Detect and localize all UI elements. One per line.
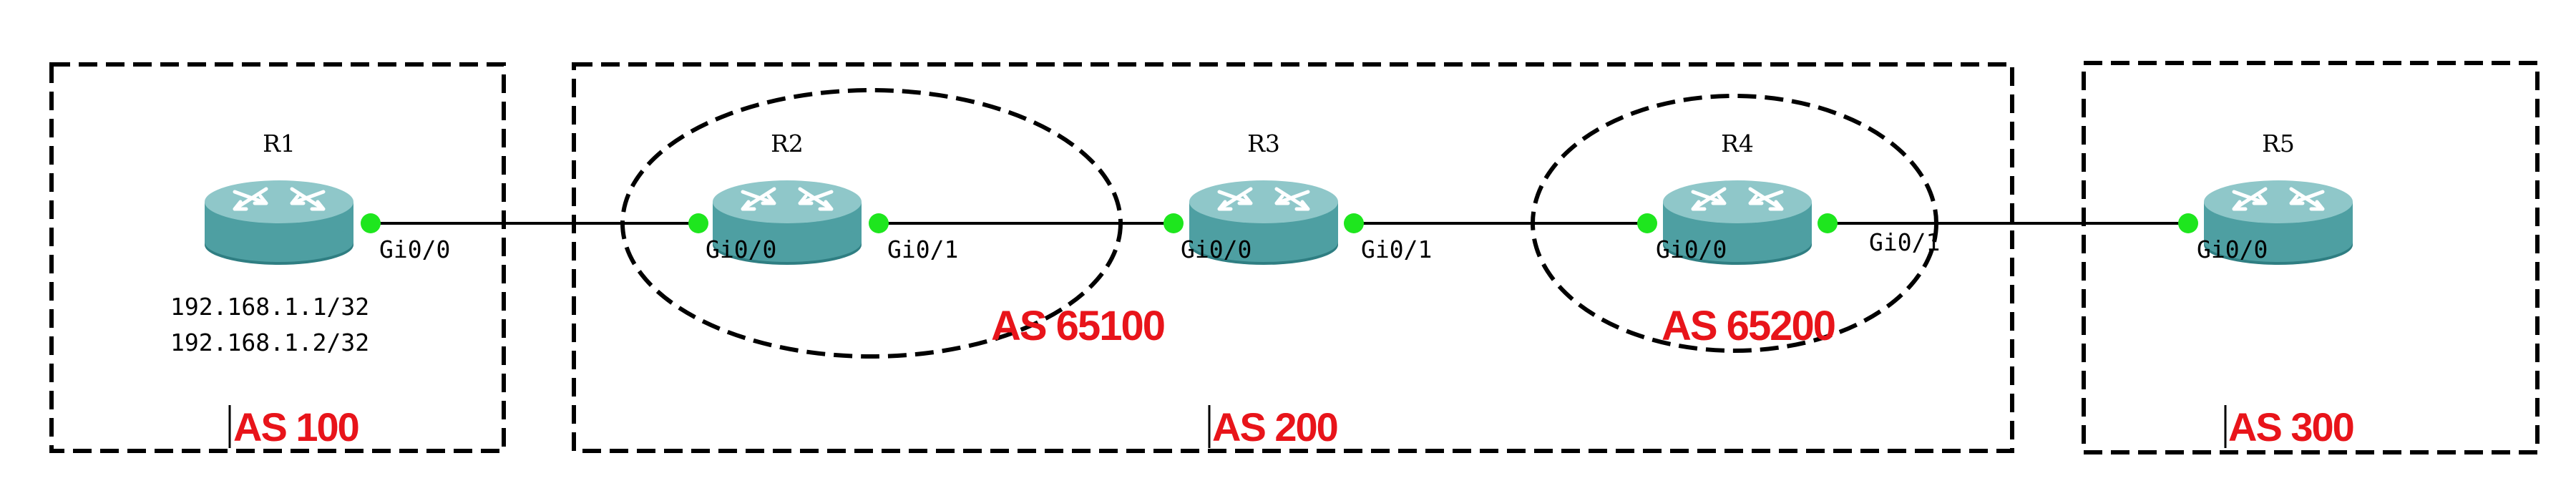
iface-label-r2-gi01: Gi0/1: [887, 235, 958, 263]
iface-label-r1-gi00: Gi0/0: [379, 235, 450, 263]
port-r4-gi00[interactable]: [1637, 213, 1657, 233]
iface-label-r3-gi01: Gi0/1: [1361, 235, 1432, 263]
port-r5-gi00[interactable]: [2178, 213, 2198, 233]
as200-label: AS 200: [1212, 404, 1337, 449]
iface-label-r4-gi01: Gi0/1: [1869, 228, 1940, 256]
router-name: R2: [771, 130, 804, 157]
router-name: R1: [263, 130, 296, 157]
router-name: R5: [2262, 130, 2295, 157]
router-icon: [205, 180, 353, 265]
iface-label-r3-gi00: Gi0/0: [1181, 235, 1252, 263]
r1-address-1: 192.168.1.1/32: [170, 293, 369, 321]
as65200-label: AS 65200: [1662, 303, 1835, 349]
port-r4-gi01[interactable]: [1818, 213, 1838, 233]
as65100-label: AS 65100: [991, 303, 1164, 349]
as100-label: AS 100: [233, 404, 358, 449]
router-r4[interactable]: R4: [1663, 130, 1812, 265]
port-r1-gi00[interactable]: [361, 213, 381, 233]
router-r5[interactable]: R5: [2204, 130, 2353, 265]
port-r3-gi01[interactable]: [1344, 213, 1364, 233]
iface-label-r5-gi00: Gi0/0: [2197, 235, 2268, 263]
port-r2-gi01[interactable]: [869, 213, 889, 233]
iface-label-r4-gi00: Gi0/0: [1656, 235, 1727, 263]
as100-boundary: [49, 62, 506, 453]
port-r3-gi00[interactable]: [1163, 213, 1184, 233]
r1-address-2: 192.168.1.2/32: [170, 329, 369, 356]
as200-boundary: [572, 62, 2014, 453]
iface-label-r2-gi00: Gi0/0: [706, 235, 776, 263]
as300-label: AS 300: [2228, 404, 2353, 449]
router-name: R3: [1247, 130, 1280, 157]
router-name: R4: [1721, 130, 1754, 157]
port-r2-gi00[interactable]: [688, 213, 708, 233]
router-r3[interactable]: R3: [1189, 130, 1338, 265]
as300-boundary: [2082, 61, 2540, 454]
router-r1[interactable]: R1: [205, 130, 353, 265]
router-r2[interactable]: R2: [713, 130, 862, 265]
